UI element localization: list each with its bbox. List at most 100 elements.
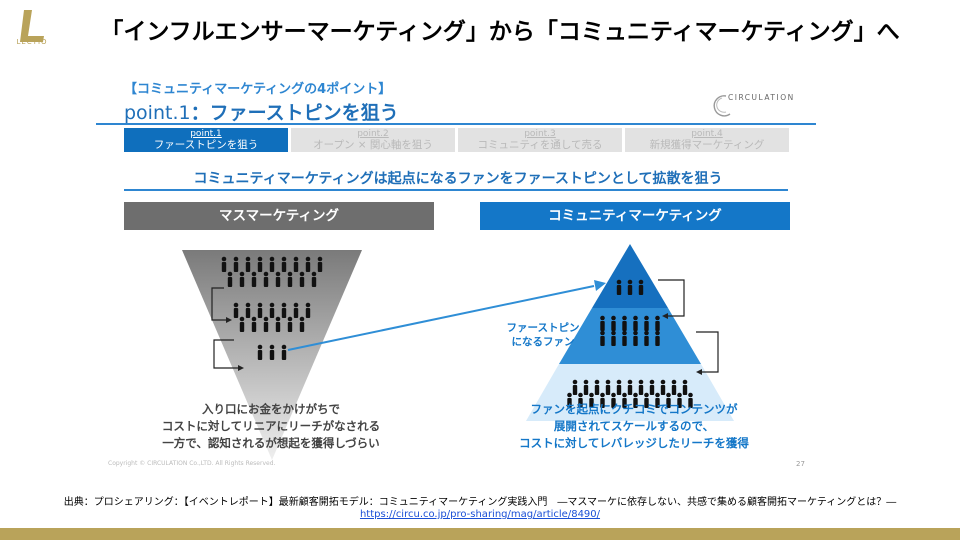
person-icon [269, 256, 275, 272]
circulation-logo-icon [713, 95, 731, 117]
pyramid-tier-1 [592, 244, 668, 308]
person-icon [633, 330, 638, 346]
tab-number: point.3 [524, 129, 556, 139]
person-icon [600, 315, 605, 331]
person-icon [605, 379, 611, 395]
arrow-head [238, 365, 244, 371]
person-icon [257, 302, 263, 318]
arrow-head [594, 280, 606, 291]
funnel-arrow [213, 339, 238, 369]
person-icon [275, 316, 281, 332]
person-icon [671, 379, 677, 395]
person-icon [233, 256, 239, 272]
logo-text: LECTIO [16, 38, 48, 46]
caption-line: 一方で、認知されるが想起を獲得しづらい [162, 436, 380, 450]
slide-category: 【コミュニティマーケティングの4ポイント】 [124, 82, 392, 97]
person-icon [257, 344, 263, 360]
tab-number: point.4 [691, 129, 723, 139]
person-icon [594, 379, 600, 395]
tab-number: point.2 [357, 129, 389, 139]
community-caption: ファンを起点にクチコミでコンテンツが 展開されてスケールするので、 コストに対し… [484, 401, 784, 452]
person-icon [299, 271, 305, 287]
mass-caption: 入り口にお金をかけがちで コストに対してリニアにリーチがなされる 一方で、認知さ… [156, 401, 386, 452]
tab-label: ファーストピンを狙う [153, 139, 259, 151]
person-icon [293, 256, 299, 272]
person-icon [281, 344, 287, 360]
person-icon [245, 256, 251, 272]
bottom-accent-bar [0, 528, 960, 540]
person-icon [287, 271, 293, 287]
person-icon [649, 379, 655, 395]
person-icon [633, 315, 638, 331]
person-icon [269, 302, 275, 318]
person-icon [251, 316, 257, 332]
person-icon [611, 315, 616, 331]
person-icon [600, 330, 605, 346]
person-icon [257, 256, 263, 272]
person-icon [622, 315, 627, 331]
tab-label: コミュニティを通して売る [477, 139, 603, 151]
mass-marketing-header: マスマーケティング [124, 202, 434, 230]
person-icon [622, 330, 627, 346]
person-icon [627, 379, 633, 395]
person-icon [263, 271, 269, 287]
community-marketing-header: コミュニティマーケティング [480, 202, 790, 230]
person-icon [245, 302, 251, 318]
person-icon [655, 330, 660, 346]
person-icon [287, 316, 293, 332]
tab-point-4: point.4 新規獲得マーケティング [625, 128, 789, 152]
connector-arrow [287, 285, 595, 351]
tab-label: オープン × 関心軸を狙う [313, 139, 433, 151]
pyramid-arrow [658, 279, 685, 317]
slide-headline: コミュニティマーケティングは起点になるファンをファーストピンとして拡散を狙う [193, 171, 723, 187]
caption-line: 展開されてスケールするので、 [553, 419, 715, 433]
first-pin-label: になるファン [512, 336, 575, 348]
person-icon [293, 302, 299, 318]
person-icon [317, 256, 323, 272]
arrow-head [696, 369, 702, 375]
arrow-head [662, 313, 668, 319]
caption-line: 入り口にお金をかけがちで [202, 402, 340, 416]
tab-point-2: point.2 オープン × 関心軸を狙う [291, 128, 455, 152]
person-icon [305, 256, 311, 272]
person-icon [682, 379, 688, 395]
lectio-logo [20, 10, 44, 42]
tab-label: 新規獲得マーケティング [649, 139, 765, 151]
header-rule [96, 123, 816, 125]
slide-point-title: point.1：ファーストピンを狙う [124, 98, 399, 125]
person-icon [227, 271, 233, 287]
person-icon [616, 379, 622, 395]
person-icon [233, 302, 239, 318]
point-title: ：ファーストピンを狙う [190, 102, 399, 124]
person-icon [627, 279, 633, 295]
pyramid-tier-2 [559, 308, 701, 364]
headline-rule [124, 189, 788, 191]
person-icon [638, 379, 644, 395]
tab-point-3: point.3 コミュニティを通して売る [458, 128, 622, 152]
marketing-comparison-diagram: ファーストピン になるファン [182, 244, 734, 460]
brand-name: CIRCULATION [728, 93, 795, 102]
person-icon [572, 379, 578, 395]
person-icon [305, 302, 311, 318]
person-icon [251, 271, 257, 287]
person-icon [239, 271, 245, 287]
pyramid-arrow [696, 331, 719, 373]
page-title: 「インフルエンサーマーケティング」から「コミュニティマーケティング」へ [100, 19, 900, 45]
person-icon [221, 256, 227, 272]
funnel-arrow [211, 287, 226, 321]
person-icon [644, 315, 649, 331]
source-link[interactable]: https://circu.co.jp/pro-sharing/mag/arti… [359, 509, 601, 520]
caption-line: コストに対してレバレッジしたリーチを獲得 [519, 436, 749, 450]
caption-line: コストに対してリニアにリーチがなされる [161, 419, 381, 433]
person-icon [281, 256, 287, 272]
first-pin-label: ファーストピン [507, 322, 580, 334]
person-icon [644, 330, 649, 346]
point-label: point.1 [124, 102, 191, 124]
slide-page-number: 27 [796, 460, 805, 468]
person-icon [263, 316, 269, 332]
person-icon [239, 316, 245, 332]
arrow-head [226, 317, 232, 323]
person-icon [660, 379, 666, 395]
source-citation: 出典：プロシェアリング：【イベントレポート】最新顧客開拓モデル：コミュニティマー… [63, 497, 897, 508]
person-icon [655, 315, 660, 331]
